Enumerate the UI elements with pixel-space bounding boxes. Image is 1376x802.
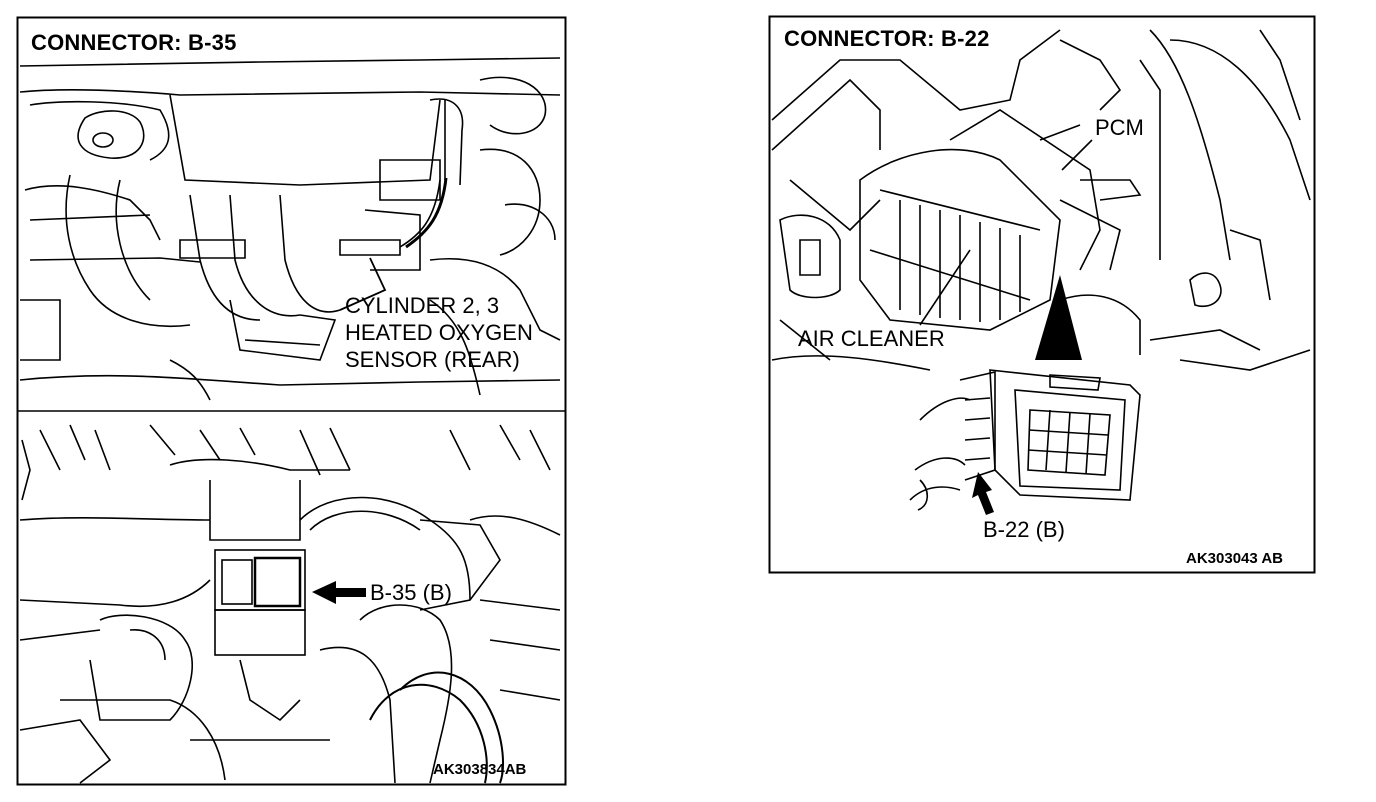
pcm-label: PCM [1095,115,1144,140]
connector-b35-illustration [19,424,561,784]
left-figure-code: AK303834AB [433,761,527,778]
pcm-zoom-wedge [1035,275,1082,360]
right-figure-code: AK303043 AB [1186,550,1283,567]
engine-bay-illustration [771,29,1311,371]
air-cleaner-label: AIR CLEANER [798,326,945,351]
oxygen-sensor-callout-line2: HEATED OXYGEN [345,320,533,345]
b35-arrow [312,581,366,604]
pcm-unit-illustration [909,369,1141,511]
b35-connector-label: B-35 (B) [370,580,452,605]
right-panel-title: CONNECTOR: B-22 [784,26,990,51]
pcm-leader-line [1061,139,1093,171]
air-cleaner-leader-line [919,249,971,326]
left-panel-title: CONNECTOR: B-35 [31,30,237,55]
oxygen-sensor-callout-line3: SENSOR (REAR) [345,347,520,372]
oxygen-sensor-callout-line1: CYLINDER 2, 3 [345,293,500,318]
b22-arrow [972,472,994,515]
b22-connector-label: B-22 (B) [983,517,1065,542]
right-panel-frame [768,15,1316,574]
left-panel-frame [16,16,567,786]
exhaust-manifold-illustration [19,57,561,401]
